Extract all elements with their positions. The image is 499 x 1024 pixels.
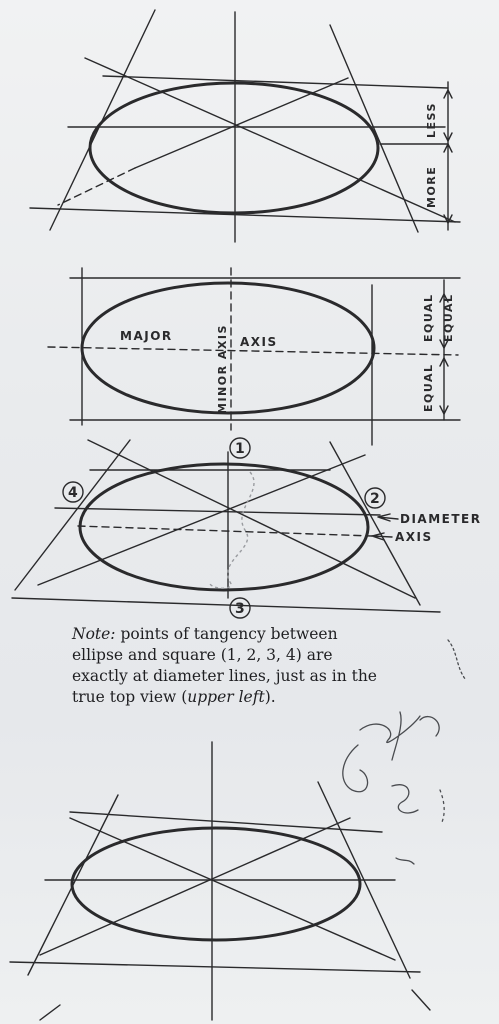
note-reference: upper left	[187, 688, 265, 706]
scribble-curl	[342, 744, 369, 793]
diagonal-1b	[134, 77, 349, 169]
scribble-signature	[359, 711, 440, 761]
point-2-circle	[364, 487, 386, 509]
right-edge-4	[317, 781, 411, 979]
note-tail: ).	[264, 688, 276, 706]
diameter-arrow	[377, 513, 399, 522]
right-edge-1	[329, 24, 419, 233]
figure-axes-ellipse: MAJOR AXIS MINOR AXIS EQUAL EQUAL EQUAL	[47, 267, 461, 446]
point-4-label: 4	[68, 485, 78, 501]
ellipse-2	[80, 281, 376, 415]
label-less: LESS	[425, 102, 438, 138]
figure-perspective-ellipse: MORE LESS	[29, 9, 461, 243]
point-2-label: 2	[370, 491, 380, 507]
note-body: points of tangency between ellipse and s…	[72, 625, 377, 706]
diagonal-1a	[84, 57, 456, 223]
axis-line-3	[77, 525, 373, 537]
bottom-edge-1	[29, 207, 461, 223]
label-diameter: DIAMETER	[400, 512, 481, 526]
left-edge-1	[49, 9, 156, 231]
scribble-dots-2	[439, 789, 445, 823]
right-edge-3	[329, 441, 421, 606]
corner-mark-right	[411, 989, 431, 1011]
label-equal-mid: EQUAL	[442, 294, 455, 342]
label-equal-top: EQUAL	[422, 294, 435, 342]
label-minor-axis: MINOR AXIS	[216, 324, 229, 414]
ellipse-4	[70, 826, 362, 942]
point-3-circle	[229, 597, 251, 619]
diagonal-3b	[37, 454, 366, 586]
top-edge-4	[69, 811, 383, 833]
scribble-loop	[391, 784, 419, 814]
dimension-arrows-1	[443, 88, 453, 225]
bottom-edge-3	[11, 597, 441, 613]
diagonal-1b-dashed	[57, 167, 136, 206]
point-1-label: 1	[235, 441, 245, 457]
ellipse-1	[88, 81, 380, 215]
diameter-line	[54, 507, 381, 516]
label-equal-bottom: EQUAL	[422, 364, 435, 412]
diagonal-4a	[69, 817, 396, 961]
left-edge-3	[14, 439, 131, 591]
point-1-circle	[229, 437, 251, 459]
point-4-circle	[62, 481, 84, 503]
pencil-scribbles	[342, 639, 467, 865]
label-axis-pointer: AXIS	[395, 530, 433, 544]
figure-bottom-ellipse	[9, 741, 431, 1021]
top-edge-1	[102, 75, 449, 89]
corner-mark-left	[39, 1004, 61, 1021]
axis-arrow	[371, 532, 393, 541]
dimension-arrows-2	[439, 292, 449, 416]
point-3-label: 3	[235, 601, 245, 617]
scribble-mark	[395, 857, 415, 865]
note-lead: Note:	[72, 625, 116, 643]
label-axis: AXIS	[240, 335, 278, 349]
major-axis-line	[47, 346, 459, 356]
note-paragraph: Note: points of tangency between ellipse…	[72, 624, 392, 708]
label-more: MORE	[425, 166, 438, 208]
scribble-dots-1	[447, 639, 467, 681]
figure-tangency-ellipse: DIAMETER AXIS 1 2 3 4	[11, 437, 481, 619]
diagonal-4b	[39, 817, 351, 956]
diagonal-3a	[87, 439, 416, 599]
label-major: MAJOR	[120, 329, 173, 343]
ellipse-3	[78, 462, 370, 592]
bottom-edge-4	[9, 961, 421, 973]
